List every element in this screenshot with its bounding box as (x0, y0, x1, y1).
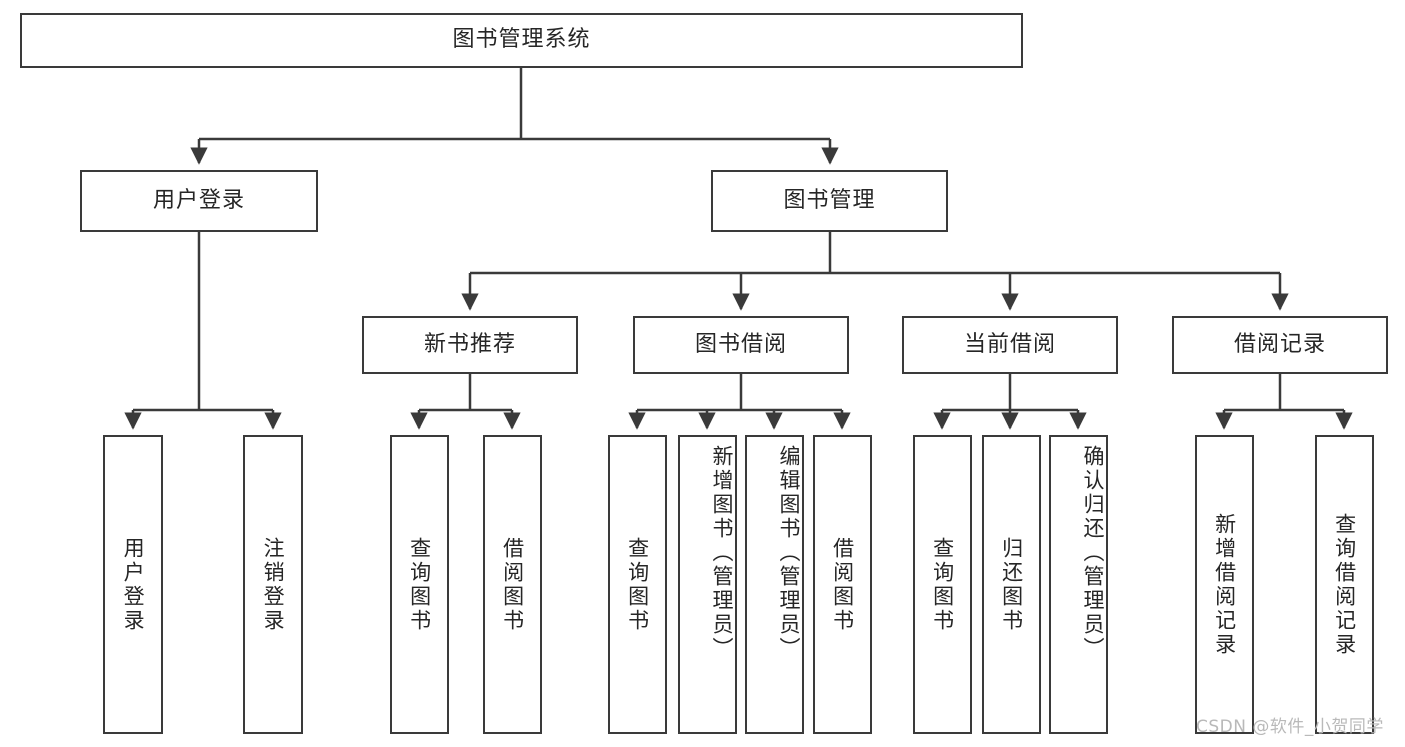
leaf-user-login-label: 用户登录 (121, 536, 146, 633)
leaf-add-book-admin[interactable]: 新增图书（管理员） (678, 435, 737, 734)
node-root[interactable]: 图书管理系统 (20, 13, 1023, 68)
leaf-user-logout-label: 注销登录 (261, 536, 286, 633)
node-borrow-record-label: 借阅记录 (1233, 331, 1326, 357)
node-user-login[interactable]: 用户登录 (80, 170, 318, 232)
leaf-borrow-book-recommend-label: 借阅图书 (500, 536, 525, 633)
node-book-management[interactable]: 图书管理 (711, 170, 948, 232)
leaf-return-book-label: 归还图书 (999, 536, 1024, 633)
node-new-book-recommend[interactable]: 新书推荐 (362, 316, 578, 374)
leaf-add-borrow-record[interactable]: 新增借阅记录 (1195, 435, 1254, 734)
node-book-borrow-label: 图书借阅 (694, 331, 787, 357)
leaf-query-book-borrow-label: 查询图书 (625, 536, 650, 633)
leaf-edit-book-admin-label: 编辑图书（管理员） (777, 445, 801, 661)
leaf-query-borrow-record-label: 查询借阅记录 (1332, 512, 1357, 657)
node-user-login-label: 用户登录 (152, 187, 245, 213)
leaf-query-book-current[interactable]: 查询图书 (913, 435, 972, 734)
leaf-user-login[interactable]: 用户登录 (103, 435, 163, 734)
node-current-borrow-label: 当前借阅 (963, 331, 1056, 357)
node-book-management-label: 图书管理 (783, 187, 876, 213)
csdn-watermark: CSDN @软件_小贺同学 (1196, 712, 1384, 737)
leaf-return-book[interactable]: 归还图书 (982, 435, 1041, 734)
leaf-edit-book-admin[interactable]: 编辑图书（管理员） (745, 435, 804, 734)
leaf-borrow-book-recommend[interactable]: 借阅图书 (483, 435, 542, 734)
node-borrow-record[interactable]: 借阅记录 (1172, 316, 1388, 374)
node-book-borrow[interactable]: 图书借阅 (633, 316, 849, 374)
leaf-add-borrow-record-label: 新增借阅记录 (1212, 512, 1237, 657)
leaf-borrow-book-label: 借阅图书 (830, 536, 855, 633)
leaf-user-logout[interactable]: 注销登录 (243, 435, 303, 734)
csdn-watermark-text: CSDN @软件_小贺同学 (1196, 717, 1384, 737)
leaf-confirm-return-admin-label: 确认归还（管理员） (1081, 445, 1105, 661)
leaf-query-book-current-label: 查询图书 (930, 536, 955, 633)
leaf-add-book-admin-label: 新增图书（管理员） (710, 445, 734, 661)
node-new-book-recommend-label: 新书推荐 (423, 331, 516, 357)
leaf-borrow-book[interactable]: 借阅图书 (813, 435, 872, 734)
leaf-confirm-return-admin[interactable]: 确认归还（管理员） (1049, 435, 1108, 734)
leaf-query-book-recommend-label: 查询图书 (407, 536, 432, 633)
leaf-query-borrow-record[interactable]: 查询借阅记录 (1315, 435, 1374, 734)
node-current-borrow[interactable]: 当前借阅 (902, 316, 1118, 374)
leaf-query-book-borrow[interactable]: 查询图书 (608, 435, 667, 734)
leaf-query-book-recommend[interactable]: 查询图书 (390, 435, 449, 734)
node-root-label: 图书管理系统 (452, 27, 591, 53)
